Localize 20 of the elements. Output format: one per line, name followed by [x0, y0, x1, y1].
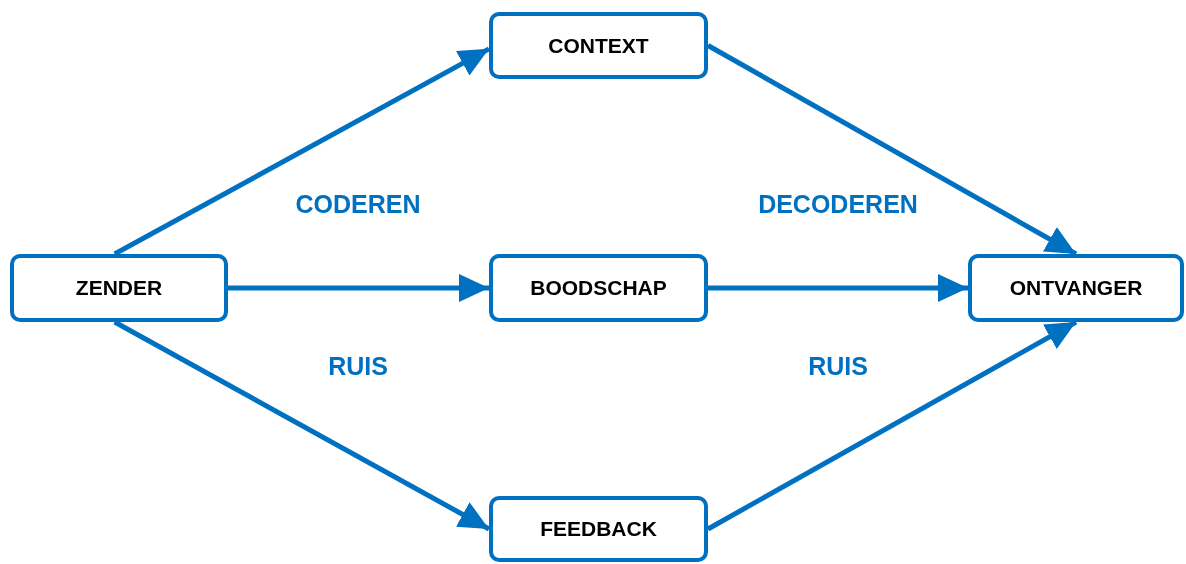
step-label: DECODEREN — [758, 190, 918, 219]
process-box — [489, 254, 708, 322]
process-box — [489, 12, 708, 79]
box-label: ZENDER — [75, 276, 163, 300]
box-label: BOODSCHAP — [530, 276, 667, 300]
arrow — [706, 43, 1078, 257]
arrow — [113, 46, 491, 257]
step-label: RUIS — [808, 352, 868, 381]
arrow — [706, 319, 1078, 532]
arrow — [708, 274, 968, 302]
box-label: ONTVANGER — [1009, 276, 1143, 300]
step-label: CODEREN — [295, 190, 421, 219]
process-box — [10, 254, 228, 322]
box-label: FEEDBACK — [540, 517, 657, 541]
arrow — [228, 274, 489, 302]
process-box — [968, 254, 1184, 322]
process-box — [489, 496, 708, 562]
step-label: RUIS — [328, 352, 388, 381]
arrow — [113, 319, 491, 532]
box-label: CONTEXT — [548, 33, 649, 58]
